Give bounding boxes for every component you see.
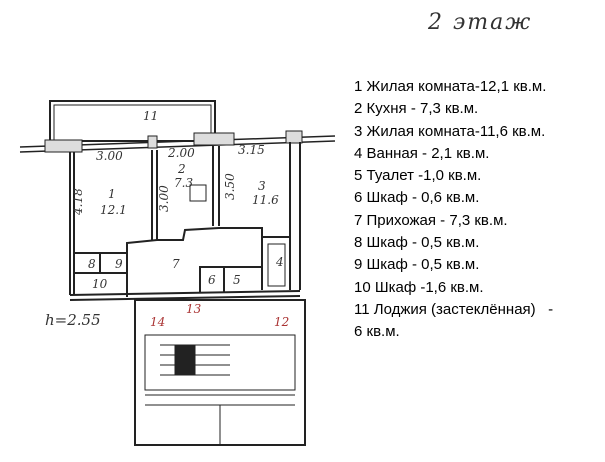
neighbor-number: 13 (186, 302, 202, 316)
dimension-label: 3.00 (96, 149, 123, 163)
legend-item: 6 кв.м. (354, 323, 400, 341)
plan-labels: 11 3.00 2.00 3.15 4.18 3.00 3.50 1 12.1 … (45, 109, 289, 329)
balcony-label: 11 (143, 109, 158, 123)
legend-item: 1 Жилая комната-12,1 кв.м. (354, 78, 547, 95)
apartment-walls (69, 142, 301, 301)
room-number: 4 (275, 255, 284, 269)
room-number: 8 (88, 257, 96, 271)
room-area: 11.6 (252, 193, 279, 207)
dimension-label: 3.15 (238, 143, 265, 157)
room-number: 9 (115, 257, 123, 271)
legend-item: 7 Прихожая - 7,3 кв.м. (354, 211, 508, 229)
room-number: 3 (258, 179, 266, 193)
legend-item: 5 Туалет -1,0 кв.м. (354, 167, 482, 185)
neighbor-number: 12 (274, 315, 289, 329)
dimension-label: 2.00 (167, 146, 195, 160)
room-legend: 1 Жилая комната-12,1 кв.м. 2 Кухня - 7,3… (354, 76, 553, 344)
room-number: 5 (233, 273, 241, 287)
room-number: 7 (172, 257, 180, 271)
room-number: 10 (92, 277, 108, 291)
dimension-label: 3.00 (157, 185, 171, 212)
legend-item: 6 Шкаф - 0,6 кв.м. (354, 189, 480, 207)
legend-item: 4 Ванная - 2,1 кв.м. (354, 144, 490, 162)
legend-item: 9 Шкаф - 0,5 кв.м. (354, 256, 480, 274)
balcony (49, 100, 216, 142)
room-number: 1 (108, 187, 116, 201)
legend-item: 2 Кухня - 7,3 кв.м. (354, 100, 479, 118)
room-number: 6 (208, 273, 216, 287)
facade-wall (19, 130, 336, 153)
room-number: 2 (177, 162, 186, 176)
room-area: 12.1 (100, 203, 127, 217)
dimension-label: 3.50 (223, 173, 237, 200)
room-area: 7.3 (174, 176, 193, 190)
stairwell (134, 299, 306, 446)
dimension-label: 4.18 (71, 188, 85, 216)
floor-title: 2 этаж (428, 10, 533, 35)
legend-item: 11 Лоджия (застеклённая) - (354, 300, 554, 318)
legend-item: 3 Жилая комната-11,6 кв.м. (354, 122, 546, 140)
legend-item: 8 Шкаф - 0,5 кв.м. (354, 234, 480, 252)
neighbor-number: 14 (150, 315, 165, 329)
legend-item: 10 Шкаф -1,6 кв.м. (354, 278, 484, 296)
ceiling-height: h=2.55 (45, 311, 101, 329)
